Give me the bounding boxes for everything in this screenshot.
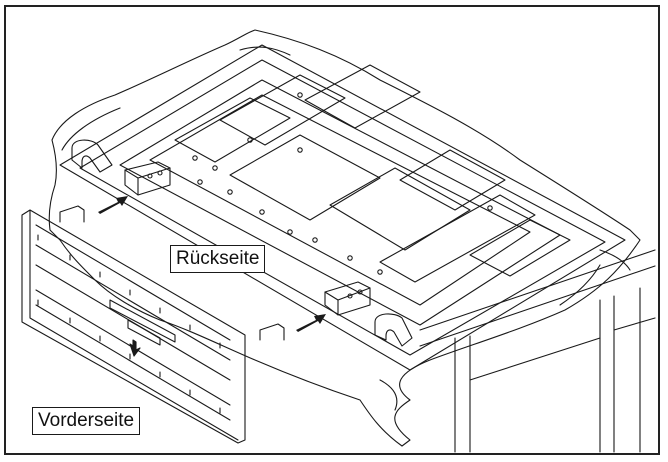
cloth-illustration: [48, 29, 641, 447]
front-side-label: Vorderseite: [32, 407, 141, 435]
back-side-label: Rückseite: [170, 245, 266, 273]
table-illustration: [419, 249, 656, 453]
tv-panel-illustration: [59, 44, 626, 371]
stand-illustration: [21, 205, 285, 444]
arrow-icon: [98, 196, 326, 332]
